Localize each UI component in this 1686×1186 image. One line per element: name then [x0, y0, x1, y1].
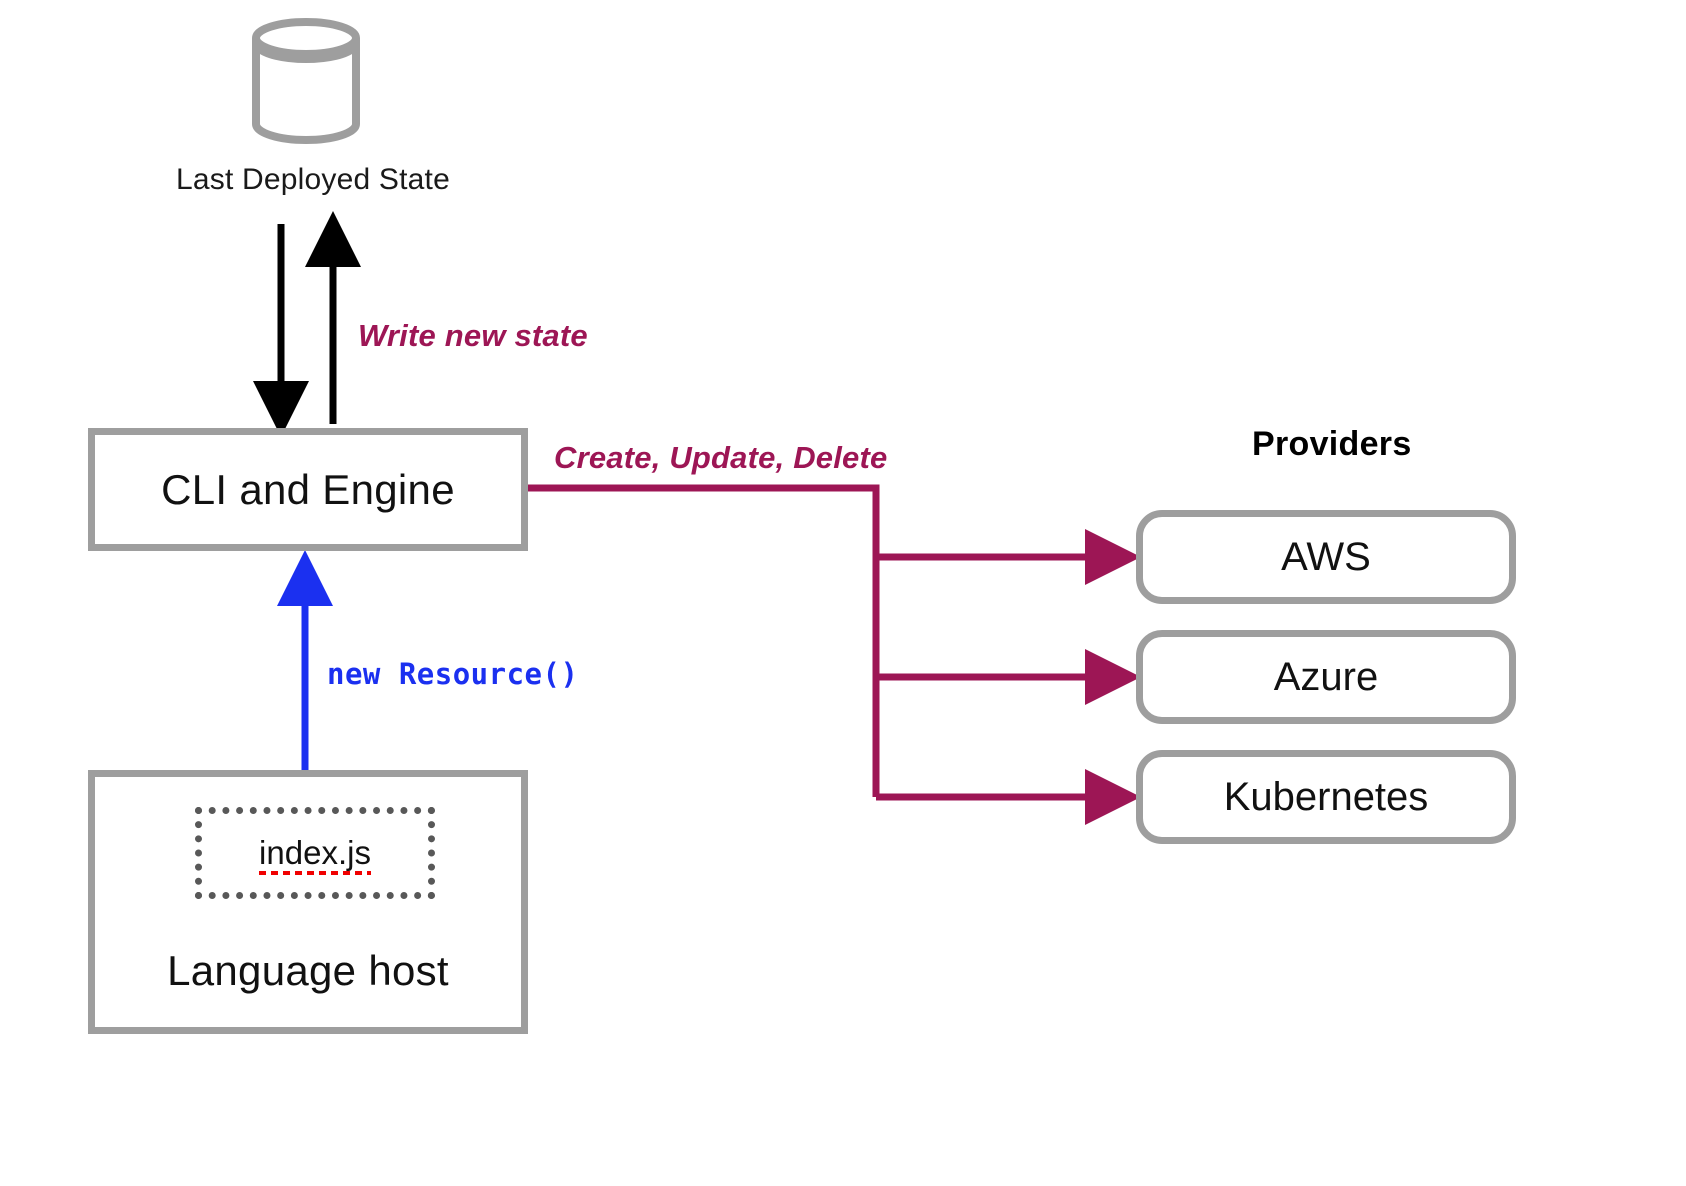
- language-host-box[interactable]: index.js Language host: [88, 770, 528, 1034]
- edge-label-new-resource: new Resource(): [327, 657, 579, 691]
- spellcheck-underline-icon: [259, 871, 371, 875]
- cli-and-engine-label: CLI and Engine: [161, 465, 455, 513]
- index-js-file-box[interactable]: index.js: [195, 807, 435, 899]
- index-js-label: index.js: [259, 834, 371, 875]
- providers-heading: Providers: [1252, 425, 1412, 463]
- provider-box-azure[interactable]: Azure: [1136, 630, 1516, 724]
- provider-label-kubernetes: Kubernetes: [1223, 774, 1429, 819]
- provider-label-azure: Azure: [1273, 654, 1379, 699]
- cli-and-engine-box[interactable]: CLI and Engine: [88, 428, 528, 551]
- provider-label-aws: AWS: [1281, 534, 1371, 579]
- provider-box-kubernetes[interactable]: Kubernetes: [1136, 750, 1516, 844]
- language-host-label: Language host: [167, 947, 449, 994]
- edge-label-crud: Create, Update, Delete: [554, 440, 888, 475]
- index-js-text: index.js: [259, 834, 371, 871]
- provider-box-aws[interactable]: AWS: [1136, 510, 1516, 604]
- connector-crud: [527, 484, 1141, 825]
- database-cylinder-icon: [252, 18, 360, 144]
- state-store-caption: Last Deployed State: [176, 163, 450, 196]
- edge-label-write-new-state: Write new state: [358, 318, 588, 353]
